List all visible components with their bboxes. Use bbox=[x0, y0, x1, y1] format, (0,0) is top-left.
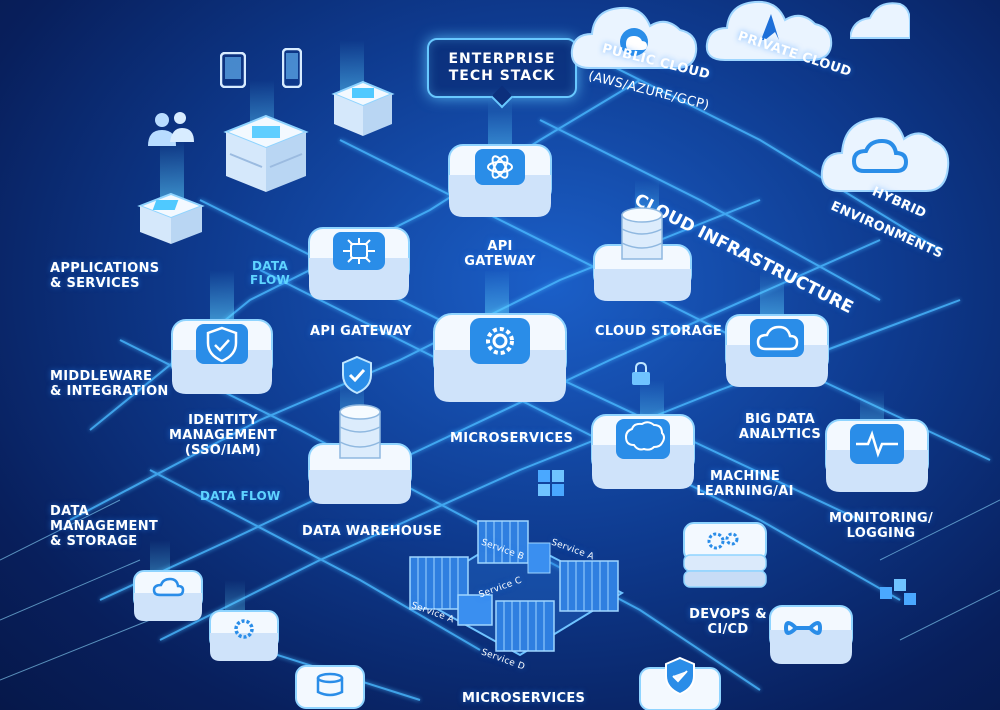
identity-label: IDENTITY MANAGEMENT (SSO/IAM) bbox=[168, 413, 278, 458]
microservices-center-label: MICROSERVICES bbox=[450, 431, 574, 446]
devops-stack bbox=[683, 522, 767, 588]
microservices-center-tile bbox=[433, 313, 567, 402]
data-store-tile-1 bbox=[133, 570, 203, 621]
cloud-sync-icon bbox=[620, 28, 648, 56]
azure-logo-icon bbox=[761, 14, 779, 40]
shield-check-icon bbox=[665, 656, 695, 696]
brain-icon bbox=[624, 421, 665, 451]
applications-layer-label: APPLICATIONS & SERVICES bbox=[50, 261, 160, 291]
monitoring-tile bbox=[825, 419, 929, 492]
private-cloud bbox=[705, 0, 833, 61]
database-icon bbox=[621, 207, 663, 260]
cloud-storage-tile bbox=[593, 207, 692, 301]
small-cubes-right-icon bbox=[880, 579, 916, 605]
users-icon bbox=[148, 112, 194, 146]
shield-check-icon bbox=[206, 326, 238, 363]
machine-learning-tile bbox=[591, 414, 695, 489]
data-store-tile-2 bbox=[209, 610, 279, 661]
data-warehouse-label: DATA WAREHOUSE bbox=[302, 524, 442, 539]
middleware-layer-label: MIDDLEWARE & INTEGRATION bbox=[50, 369, 169, 399]
api-gateway-left-label: API GATEWAY bbox=[310, 324, 412, 339]
gears-icon bbox=[707, 532, 739, 550]
tablet-icon bbox=[220, 52, 246, 88]
data-store-tile-3 bbox=[295, 665, 365, 709]
database-icon bbox=[339, 404, 381, 459]
app-server-stack bbox=[223, 114, 309, 192]
heartbeat-icon bbox=[856, 430, 898, 458]
devops-label: DEVOPS & CI/CD bbox=[689, 607, 767, 637]
cloud-storage-label: CLOUD STORAGE bbox=[595, 324, 723, 339]
shield-badge bbox=[342, 355, 372, 395]
small-lock-icon bbox=[632, 362, 650, 385]
api-gateway-left-tile bbox=[308, 227, 410, 300]
cloud-icon bbox=[756, 325, 799, 351]
gear-icon bbox=[234, 619, 254, 639]
microservices-bottom-label: MICROSERVICES bbox=[462, 691, 586, 706]
data-layer-label: DATA MANAGEMENT & STORAGE bbox=[50, 504, 159, 549]
microservices-cluster bbox=[409, 520, 625, 657]
api-hub-icon bbox=[343, 238, 375, 264]
private-cloud-extension bbox=[850, 2, 910, 39]
infinity-icon bbox=[783, 621, 823, 635]
data-flow-label-top: DATA FLOW bbox=[250, 259, 291, 287]
hybrid-cloud bbox=[820, 117, 950, 192]
data-flow-label-mid: DATA FLOW bbox=[200, 489, 281, 503]
security-tile-bottom bbox=[639, 656, 721, 710]
data-warehouse-tile bbox=[308, 404, 412, 504]
api-gateway-top-tile bbox=[448, 144, 552, 217]
container-block-5 bbox=[457, 594, 493, 626]
title-box: ENTERPRISE TECH STACK bbox=[427, 38, 577, 98]
database-icon bbox=[316, 672, 344, 697]
api-gateway-top-label: API GATEWAY bbox=[464, 239, 536, 269]
small-cubes-icon bbox=[538, 470, 564, 496]
phone-icon bbox=[282, 48, 302, 88]
big-data-tile bbox=[725, 314, 829, 387]
big-data-label: BIG DATA ANALYTICS bbox=[738, 412, 822, 442]
devops-ci-tile bbox=[769, 605, 853, 664]
identity-tile bbox=[171, 319, 273, 394]
container-block-2 bbox=[477, 520, 529, 564]
gear-icon bbox=[486, 327, 514, 355]
container-block-3 bbox=[559, 560, 619, 612]
device-server-small bbox=[137, 192, 205, 244]
title-line-1: ENTERPRISE bbox=[448, 51, 556, 68]
web-server bbox=[331, 80, 395, 136]
machine-learning-label: MACHINE LEARNING/AI bbox=[696, 469, 794, 499]
atom-icon bbox=[487, 155, 513, 179]
title-line-2: TECH STACK bbox=[448, 68, 556, 84]
container-block-4 bbox=[495, 600, 555, 652]
monitoring-label: MONITORING/ LOGGING bbox=[828, 511, 934, 541]
cloud-icon bbox=[851, 138, 909, 173]
cloud-sync-icon bbox=[152, 577, 185, 597]
public-cloud bbox=[570, 6, 698, 69]
